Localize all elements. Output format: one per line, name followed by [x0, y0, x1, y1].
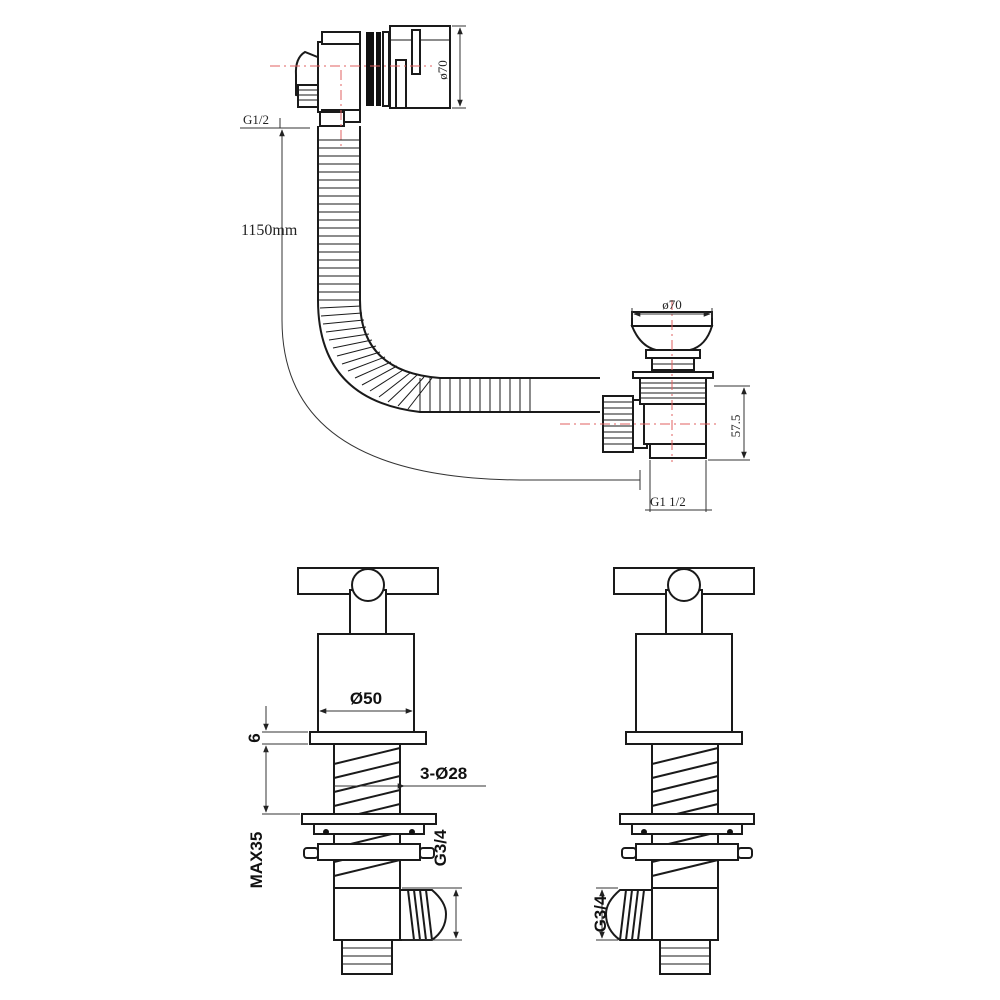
- max-deck-dimension: MAX35: [247, 746, 300, 888]
- overflow-diameter-label: ø70: [435, 60, 450, 80]
- cross-handle-left: [297, 567, 439, 637]
- hole-spec-dimension: 3-Ø28: [334, 764, 486, 789]
- overflow-head: [294, 25, 451, 127]
- inlet-thread-right-label: G3/4: [591, 895, 610, 932]
- flange-right: [625, 731, 743, 745]
- waste-height-dimension: 57.5: [708, 385, 750, 461]
- outlet-thread-label: G1 1/2: [650, 494, 686, 509]
- inlet-thread-dimension-right: G3/4: [591, 887, 618, 941]
- flange-thickness-dimension: 6: [245, 706, 308, 770]
- bath-valve-plain: G3/4: [591, 567, 755, 975]
- side-inlet-right: [604, 889, 653, 941]
- bath-valve-dimensioned: Ø50 6 3-Ø28 MAX35 G3/4: [245, 567, 486, 975]
- plug-diameter-dimension: ø70: [631, 297, 713, 318]
- hole-spec-label: 3-Ø28: [420, 764, 467, 783]
- outlet-thread-dimension: G1 1/2: [645, 460, 712, 512]
- inlet-thread-label: G1/2: [243, 112, 269, 127]
- lower-body-right: [651, 887, 719, 941]
- body-diameter-label: Ø50: [350, 689, 382, 708]
- shank-thread-label: G3/4: [431, 829, 450, 866]
- overflow-diameter-dimension: ø70: [435, 25, 466, 109]
- flange-left: [309, 731, 427, 745]
- valve-body-left: [317, 633, 415, 733]
- lower-body-left: [333, 887, 401, 941]
- side-inlet-left: [399, 889, 448, 941]
- max-deck-label: MAX35: [247, 832, 266, 889]
- hose-length-label: 1150mm: [241, 222, 298, 239]
- bath-waste-overflow-drawing: ø70 G1/2: [240, 25, 750, 512]
- outlet-spigot-left: [341, 939, 393, 975]
- cross-handle-right: [613, 567, 755, 637]
- plug-diameter-label: ø70: [662, 297, 682, 312]
- fixing-washers-left: [301, 813, 437, 861]
- outlet-spigot-right: [659, 939, 711, 975]
- flexible-hose: [317, 126, 600, 413]
- hose-length-dimension: 1150mm: [241, 129, 641, 490]
- inlet-thread-dimension: G1/2: [240, 112, 310, 129]
- waste-height-label: 57.5: [728, 415, 743, 438]
- fixing-washers-right: [619, 813, 755, 861]
- valve-body-right: [635, 633, 733, 733]
- shank-thread-dimension: G3/4: [402, 829, 462, 941]
- flange-thickness-label: 6: [245, 733, 264, 742]
- body-diameter-dimension: Ø50: [319, 689, 413, 714]
